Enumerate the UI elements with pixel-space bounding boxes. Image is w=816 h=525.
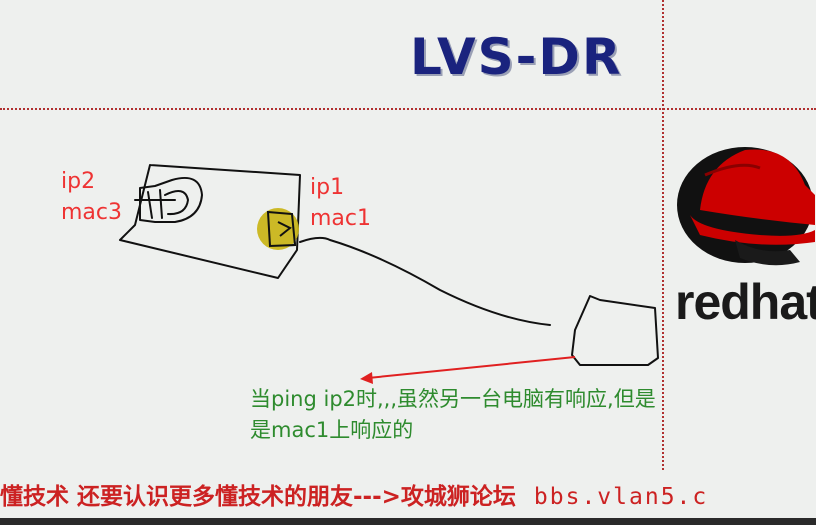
red-arrow — [367, 356, 576, 379]
slide-title: LVS-DR — [410, 28, 623, 86]
footer-url: bbs.vlan5.c — [533, 484, 709, 510]
note-line-1: 当ping ip2时,,,虽然另一台电脑有响应,但是 — [250, 387, 656, 411]
left-ip-label: ip2 — [61, 169, 96, 194]
footer-text: 懂技术 还要认识更多懂技术的朋友--->攻城狮论坛 — [0, 484, 516, 510]
redhat-logo-icon — [677, 147, 815, 266]
vertical-divider — [662, 0, 664, 470]
left-nic-sketch — [139, 176, 203, 223]
computer-sketch — [119, 164, 301, 279]
horizontal-divider — [0, 108, 816, 110]
bottom-strip — [0, 518, 816, 525]
note-line-2: 是mac1上响应的 — [250, 418, 414, 442]
right-mac-label: mac1 — [310, 206, 372, 231]
arrow-head — [360, 372, 373, 384]
footer-banner: 懂技术 还要认识更多懂技术的朋友--->攻城狮论坛 bbs.vlan5.c — [0, 476, 816, 518]
switch-sketch — [571, 295, 659, 366]
redhat-logo-text: redhat — [675, 274, 816, 330]
right-ip-label: ip1 — [310, 175, 345, 200]
cable-sketch — [299, 236, 551, 326]
left-mac-label: mac3 — [61, 200, 123, 225]
